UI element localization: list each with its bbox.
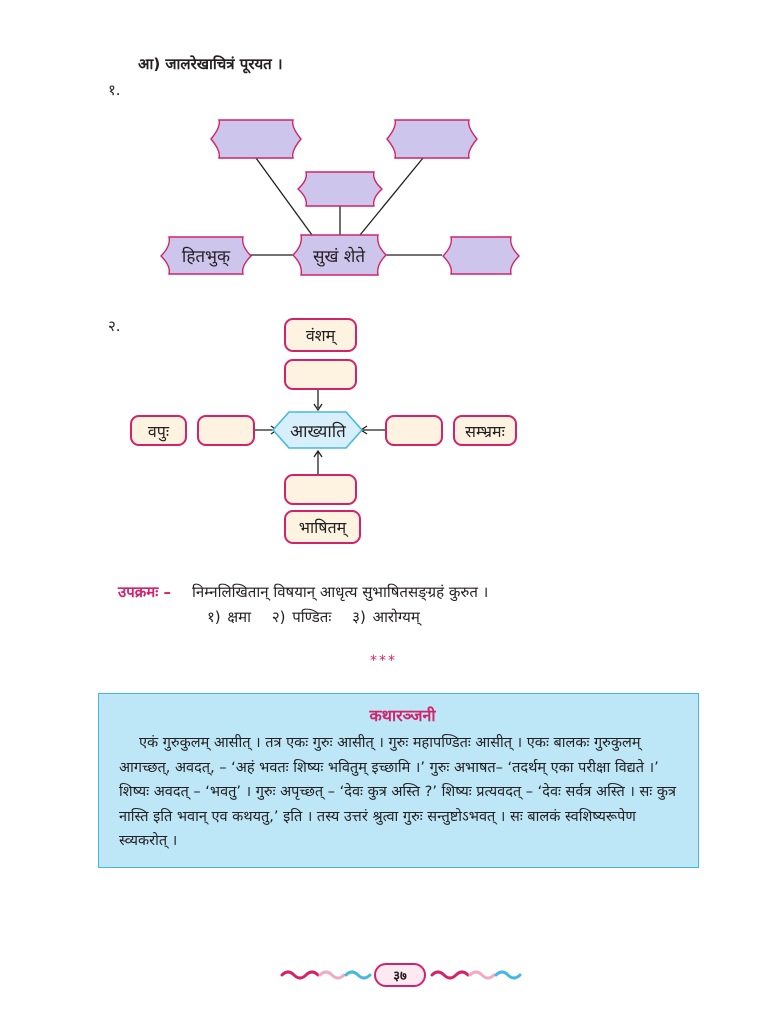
web-node-blank	[296, 171, 384, 207]
upakram-item: २) पण्डितः	[271, 608, 332, 626]
web-node-left-text: हितभुक्	[182, 246, 231, 267]
web-diagram-2: आख्याति	[255, 390, 385, 474]
connector-line	[255, 157, 313, 236]
wave-left	[344, 970, 372, 980]
hexagon-center-text: आख्याति	[290, 421, 346, 442]
web-node-blank	[442, 236, 520, 275]
activity-heading: आ) जालरेखाचित्रं पूरयत ।	[138, 55, 283, 73]
question-number-2: २.	[108, 317, 121, 335]
wave-right	[430, 970, 470, 980]
upakram-item: १) क्षमा	[207, 608, 252, 626]
upakram-items: १) क्षमा २) पण्डितः ३) आरोग्यम्	[207, 607, 434, 627]
page-number: ३७	[374, 963, 426, 987]
web-node-center-text: सुखं शेते	[313, 246, 365, 267]
story-body: एकं गुरुकुलम् आसीत् । तत्र एकः गुरुः आसी…	[119, 735, 676, 849]
pill-top-word: वंशम्	[284, 318, 357, 352]
pill-blank-left[interactable]	[197, 415, 255, 446]
upakram-instruction: निम्नलिखितान् विषयान् आधृत्य सुभाषितसङ्ग…	[192, 583, 489, 601]
web-node-blank	[386, 119, 478, 159]
hexagon-center	[271, 411, 364, 449]
pill-blank-top[interactable]	[284, 359, 357, 390]
pill-right-word: सम्भ्रमः	[453, 415, 517, 446]
wave-right	[494, 970, 522, 980]
story-title: कथारञ्जनी	[369, 706, 436, 725]
pill-left-word: वपुः	[130, 415, 187, 446]
connector-line	[359, 157, 424, 236]
web-node-center	[292, 234, 387, 276]
question-number-1: १.	[108, 81, 121, 99]
pill-blank-bottom[interactable]	[284, 474, 357, 505]
pill-blank-right[interactable]	[385, 415, 443, 446]
upakram-label: उपक्रमः –	[118, 583, 171, 601]
pill-bottom-word: भाषितम्	[284, 510, 361, 544]
wave-right	[468, 970, 496, 980]
story-box: कथारञ्जनी एकं गुरुकुलम् आसीत् । तत्र एकः…	[98, 693, 699, 868]
web-diagram-1: हितभुक् सुखं शेते	[160, 119, 520, 276]
web-node-left	[160, 236, 252, 275]
wave-left	[318, 970, 346, 980]
upakram-item: ३) आरोग्यम्	[352, 608, 420, 626]
separator-stars: ***	[370, 653, 397, 669]
wave-left	[280, 970, 320, 980]
web-node-blank	[210, 119, 302, 159]
